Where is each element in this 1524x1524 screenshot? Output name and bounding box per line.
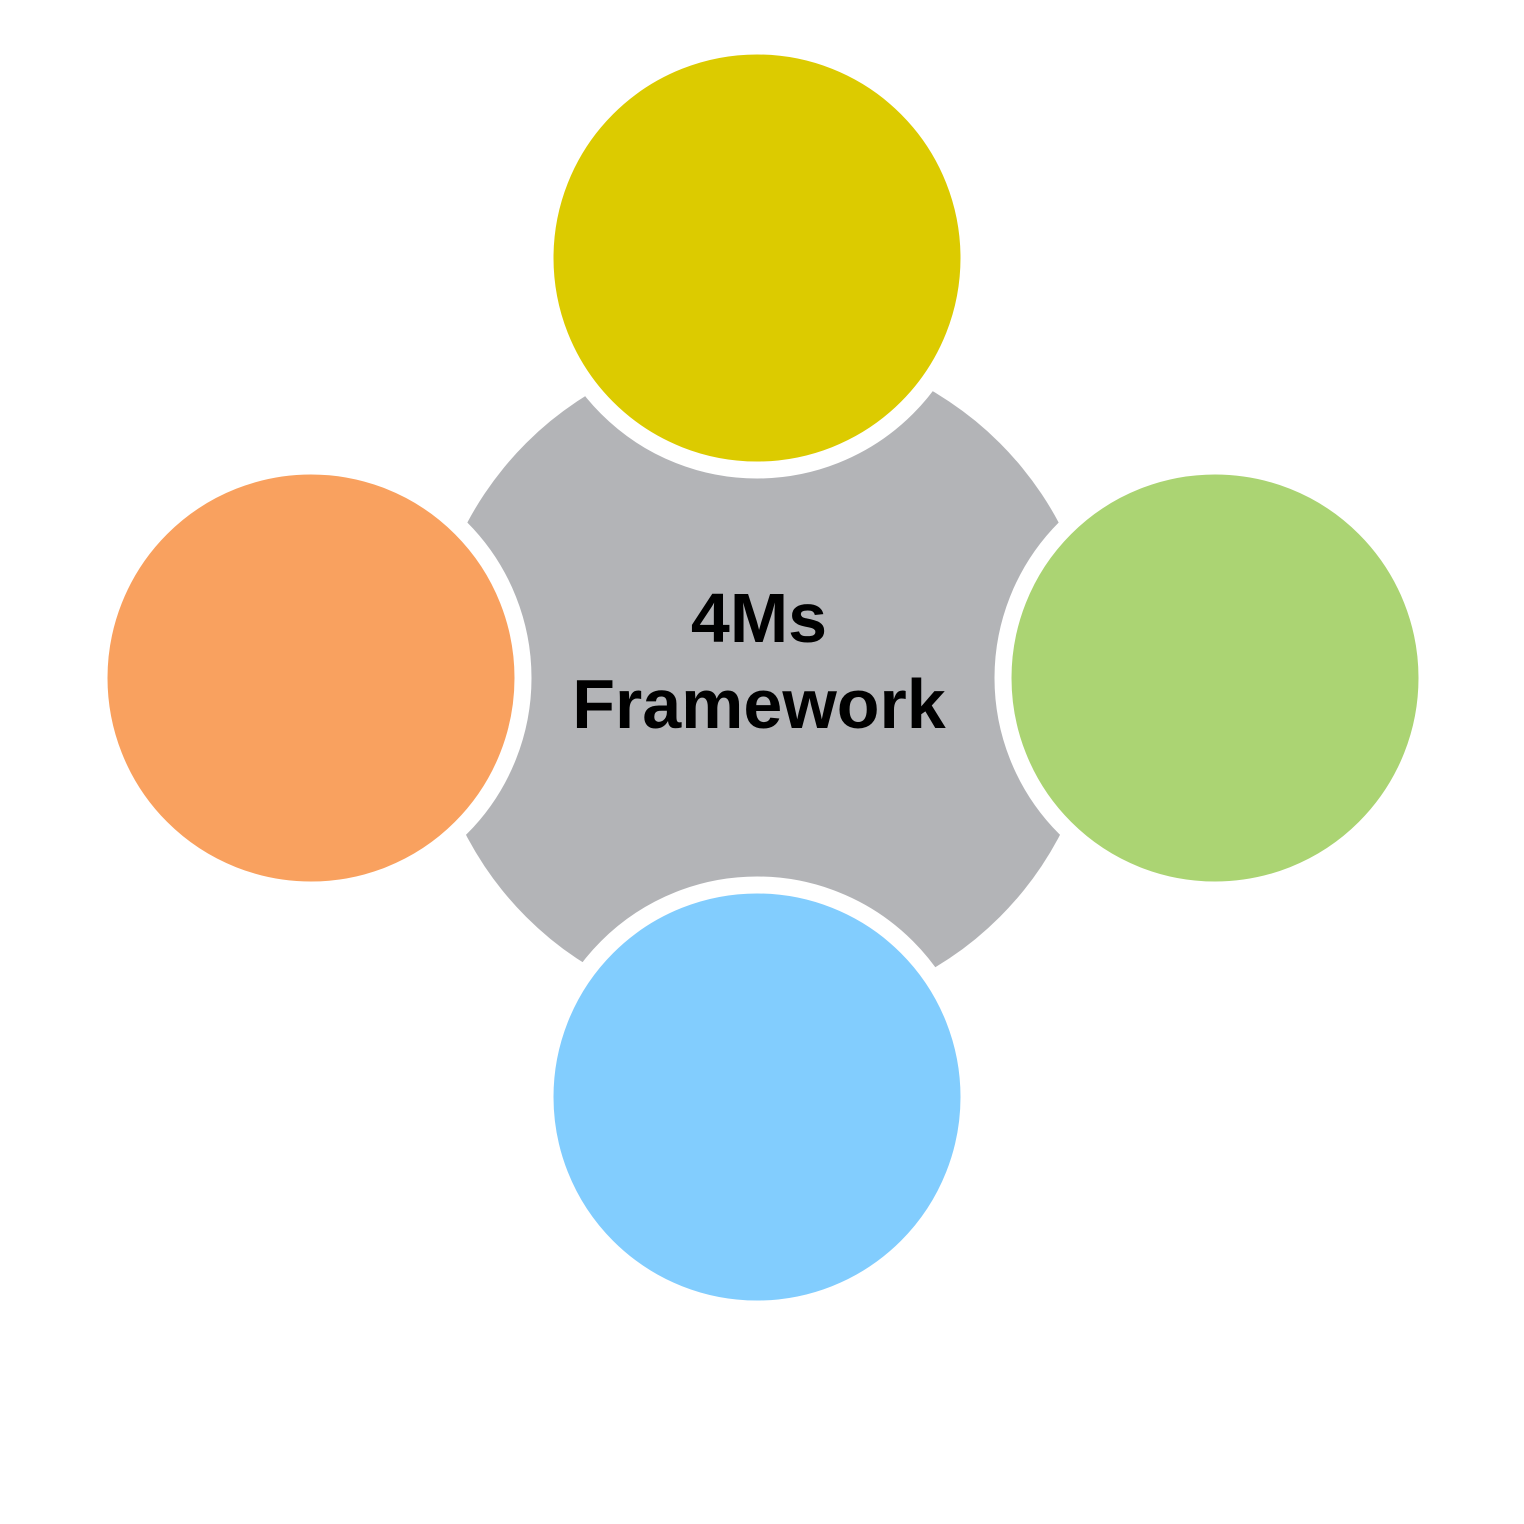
bottom-circle <box>536 876 978 1318</box>
right-circle <box>994 457 1436 899</box>
center-hub <box>428 345 1098 1015</box>
center-title-line-1: 4Ms <box>691 579 827 657</box>
top-circle <box>536 37 978 479</box>
center-title-line-2: Framework <box>572 665 946 743</box>
left-circle <box>90 457 532 899</box>
